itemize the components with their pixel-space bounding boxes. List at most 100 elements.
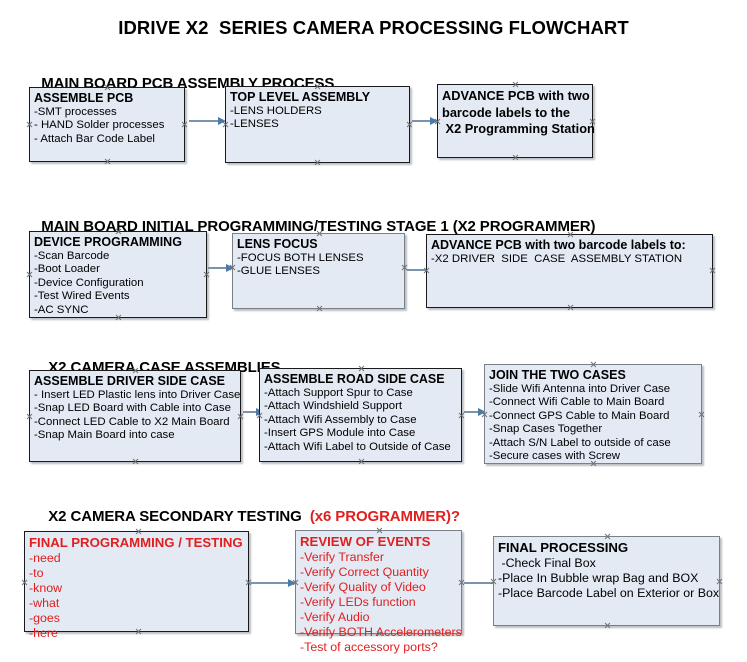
node-review-of-events[interactable]: REVIEW OF EVENTS -Verify Transfer -Verif… [292, 530, 465, 654]
node-line: -Snap Cases Together [489, 423, 603, 436]
node-top-level-assembly[interactable]: TOP LEVEL ASSEMBLY -LENS HOLDERS -LENSES [225, 86, 410, 163]
node-line: -GLUE LENSES [237, 265, 320, 278]
node-line: -what [29, 596, 60, 610]
node-title: ADVANCE PCB with two barcode labels to: [431, 238, 686, 252]
connection-handle-left[interactable] [490, 578, 497, 585]
connection-handle-right[interactable] [203, 271, 210, 278]
connection-handle-right[interactable] [716, 578, 723, 585]
node-line: -FOCUS BOTH LENSES [237, 251, 364, 264]
node-line: -Attach Support Spur to Case [264, 386, 413, 399]
node-line: -LENS HOLDERS [230, 104, 322, 117]
connection-handle-left[interactable] [26, 271, 33, 278]
connection-handle-left[interactable] [434, 118, 441, 125]
node-device-programming[interactable]: DEVICE PROGRAMMING -Scan Barcode -Boot L… [29, 231, 207, 318]
node-join-the-two-cases[interactable]: JOIN THE TWO CASES -Slide Wifi Antenna i… [484, 364, 702, 464]
arrow-assemble-pcb-to-top-level [189, 116, 226, 126]
node-line: -SMT processes [34, 105, 117, 118]
node-line: -X2 DRIVER SIDE CASE ASSEMBLY STATION [431, 252, 683, 265]
connection-handle-right[interactable] [458, 412, 465, 419]
node-assemble-road-side-case[interactable]: ASSEMBLE ROAD SIDE CASE -Attach Support … [259, 368, 462, 462]
node-line-overflow: -Test of accessory ports? [300, 640, 438, 654]
connection-handle-bottom[interactable] [104, 158, 111, 165]
connection-handle-right[interactable] [245, 579, 252, 586]
connection-handle-left[interactable] [256, 412, 263, 419]
connection-handle-left[interactable] [423, 267, 430, 274]
connection-handle-top[interactable] [358, 365, 365, 372]
node-title: TOP LEVEL ASSEMBLY [230, 90, 371, 104]
connection-handle-right[interactable] [698, 411, 705, 418]
node-line: -Scan Barcode [34, 249, 110, 262]
node-assemble-driver-side-case[interactable]: ASSEMBLE DRIVER SIDE CASE - Insert LED P… [29, 370, 241, 462]
node-line: -Place In Bubble wrap Bag and BOX [498, 571, 699, 585]
node-line: -Secure cases with Screw [489, 450, 621, 463]
node-line: -know [29, 581, 63, 595]
node-title: ADVANCE PCB with two barcode labels to t… [442, 88, 595, 136]
node-line: -AC SYNC [34, 303, 89, 316]
connection-handle-right[interactable] [709, 267, 716, 274]
node-line: -Attach S/N Label to outside of case [489, 436, 671, 449]
node-line: -Connect LED Cable to X2 Main Board [34, 415, 230, 428]
node-assemble-pcb[interactable]: ASSEMBLE PCB -SMT processes - HAND Solde… [29, 87, 185, 162]
node-line: -Attach Wifi Label to Outside of Case [264, 440, 451, 453]
node-title: JOIN THE TWO CASES [489, 368, 626, 382]
node-advance-pcb-driver-side-station[interactable]: ADVANCE PCB with two barcode labels to: … [426, 234, 713, 308]
node-line: -Attach Windshield Support [264, 400, 403, 413]
section-header-4-red-text: (x6 PROGRAMMER)? [309, 508, 460, 525]
page-title: IDRIVE X2 SERIES CAMERA PROCESSING FLOWC… [118, 17, 629, 38]
connection-handle-top[interactable] [604, 533, 611, 540]
node-line: -to [29, 566, 44, 580]
node-final-processing[interactable]: FINAL PROCESSING -Check Final Box -Place… [493, 536, 720, 626]
connection-handle-right[interactable] [401, 264, 408, 271]
node-lens-focus[interactable]: LENS FOCUS -FOCUS BOTH LENSES -GLUE LENS… [232, 233, 405, 309]
section-header-2: MAIN BOARD INITIAL PROGRAMMING/TESTING S… [25, 201, 595, 252]
node-advance-pcb-programming-station[interactable]: ADVANCE PCB with two barcode labels to t… [434, 81, 595, 161]
node-line: -Attach Wifi Assembly to Case [264, 413, 417, 426]
connection-handle-right[interactable] [237, 413, 244, 420]
node-line: -Place Barcode Label on Exterior or Box [498, 586, 720, 600]
node-line: -Snap Main Board into case [34, 429, 175, 442]
node-line: -need [29, 551, 61, 565]
node-line: -Verify LEDs function [300, 595, 416, 609]
node-title: DEVICE PROGRAMMING [34, 235, 182, 249]
connection-handle-left[interactable] [292, 579, 299, 586]
connection-handle-bottom[interactable] [567, 304, 574, 311]
node-line: -Insert GPS Module into Case [264, 427, 416, 440]
connection-handle-left[interactable] [229, 264, 236, 271]
connection-handle-bottom[interactable] [132, 458, 139, 465]
connection-handle-bottom[interactable] [604, 622, 611, 629]
node-line: -Check Final Box [498, 556, 596, 570]
arrow-final-programming-to-review-events [250, 578, 296, 588]
connection-handle-left[interactable] [481, 411, 488, 418]
section-header-2-text: MAIN BOARD INITIAL PROGRAMMING/TESTING S… [41, 218, 596, 235]
connection-handle-left[interactable] [222, 121, 229, 128]
node-line: -goes [29, 611, 60, 625]
connection-handle-bottom[interactable] [358, 458, 365, 465]
connection-handle-left[interactable] [21, 579, 28, 586]
connection-handle-right[interactable] [458, 579, 465, 586]
connection-handle-bottom[interactable] [314, 159, 321, 166]
connection-handle-bottom[interactable] [512, 154, 519, 161]
node-line: -LENSES [230, 118, 279, 131]
connection-handle-bottom[interactable] [316, 305, 323, 312]
node-final-programming-testing[interactable]: FINAL PROGRAMMING / TESTING -need -to -k… [21, 531, 252, 640]
node-line: -Verify Transfer [300, 550, 385, 564]
connection-handle-right[interactable] [181, 121, 188, 128]
node-line: -Connect GPS Cable to Main Board [489, 409, 670, 422]
node-line: -Verify Correct Quantity [300, 565, 429, 579]
node-line: -Boot Loader [34, 263, 100, 276]
section-header-4: X2 CAMERA SECONDARY TESTING (x6 PROGRAMM… [32, 491, 460, 542]
connection-handle-top[interactable] [512, 81, 519, 88]
node-title: REVIEW OF EVENTS [300, 534, 431, 549]
section-header-4-text: X2 CAMERA SECONDARY TESTING [48, 508, 310, 525]
node-line: -here [29, 626, 58, 640]
node-line: -Device Configuration [34, 276, 144, 289]
node-title: ASSEMBLE ROAD SIDE CASE [264, 372, 445, 386]
connection-handle-right[interactable] [406, 121, 413, 128]
connection-handle-top[interactable] [590, 361, 597, 368]
arrow-road-case-to-join-cases [464, 407, 486, 417]
connection-handle-left[interactable] [26, 413, 33, 420]
connection-handle-left[interactable] [26, 121, 33, 128]
node-title: LENS FOCUS [237, 237, 318, 251]
arrow-device-programming-to-lens-focus [208, 263, 234, 273]
